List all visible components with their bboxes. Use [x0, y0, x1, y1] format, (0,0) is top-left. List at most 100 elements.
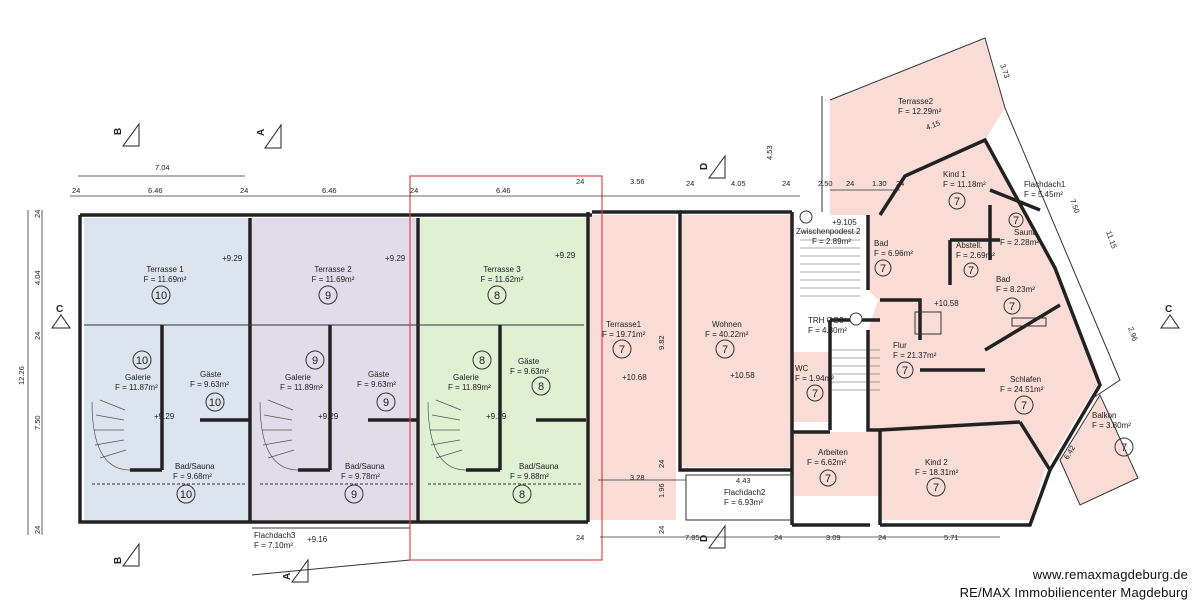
unit-number: 10 [180, 489, 192, 501]
room-labels: Terrasse 1 F = 11.69m² 10 +9.29 10 Galer… [115, 97, 1134, 550]
unit-badge [963, 262, 979, 278]
room-area-galerie-10: F = 11.87m² [115, 383, 158, 392]
svg-text:C: C [1165, 304, 1172, 315]
svg-text:24: 24 [72, 186, 80, 195]
room-name-galerie-9: Galerie [285, 373, 311, 382]
svg-text:5.71: 5.71 [944, 533, 959, 542]
room-area-flachdach1: F = 5.45m² [1024, 190, 1063, 199]
room-name-bad2: Bad [996, 275, 1010, 284]
room-name-arbeiten: Arbeiten [818, 448, 848, 457]
unit-badge [344, 484, 364, 504]
website-url[interactable]: www.remaxmagdeburg.de [1032, 567, 1188, 582]
dimension-lines [27, 175, 1000, 538]
svg-text:3.73: 3.73 [998, 63, 1011, 80]
unit-number: 8 [479, 355, 485, 367]
unit-badge [151, 285, 171, 305]
room-name-balkon: Balkon [1092, 411, 1116, 420]
unit-10-fill [84, 218, 250, 520]
unit-badge [531, 376, 551, 396]
room-name-terrasse-1: Terrasse 1 [146, 265, 184, 274]
svg-text:24: 24 [33, 526, 42, 534]
unit-badge [806, 384, 824, 402]
room-area-balkon: F = 3.80m² [1092, 421, 1131, 430]
svg-text:4.04: 4.04 [33, 270, 42, 285]
terrasse1-fill [590, 215, 676, 520]
room-name-gaeste-9: Gäste [368, 370, 390, 379]
unit-badge [926, 477, 946, 497]
room-name-sauna: Sauna [1014, 228, 1038, 237]
unit-badge [512, 484, 532, 504]
walls [78, 137, 1102, 527]
room-area-terrasse2: F = 12.29m² [898, 107, 942, 116]
room-name-bad1: Bad [874, 239, 888, 248]
level-mark: +9.29 [154, 412, 175, 421]
unit-number: 7 [722, 344, 728, 356]
svg-text:3.28: 3.28 [630, 473, 645, 482]
room-area-arbeiten: F = 6.62m² [807, 458, 846, 467]
unit-number: 9 [351, 489, 357, 501]
room-area-gaeste-10: F = 9.63m² [190, 380, 229, 389]
room-area-gaeste-8: F = 9.63m² [510, 367, 549, 376]
unit-badge [376, 392, 396, 412]
room-area-gaeste-9: F = 9.63m² [357, 380, 396, 389]
unit-badge [1008, 212, 1024, 228]
unit-number: 8 [538, 381, 544, 393]
section-marks: A A B B C C D D [51, 122, 1180, 583]
svg-text:B: B [113, 557, 124, 564]
section-arrow-icon [708, 524, 726, 549]
svg-text:24: 24 [657, 526, 666, 534]
svg-text:7.85: 7.85 [685, 533, 700, 542]
svg-text:6.46: 6.46 [496, 186, 511, 195]
level-mark: +9.29 [222, 254, 243, 263]
room-area-schlafen: F = 24.51m² [1000, 385, 1044, 394]
unit-fills [84, 38, 1138, 520]
g-marker [849, 312, 863, 326]
stair-hatch [800, 231, 880, 391]
room-name-flachdach1: Flachdach1 [1024, 180, 1066, 189]
room-name-bad-9: Bad/Sauna [345, 462, 385, 471]
room-area-bad-10: F = 9.68m² [173, 472, 212, 481]
svg-text:2.96: 2.96 [1126, 326, 1139, 343]
room-area-flachdach3: F = 7.10m² [254, 541, 293, 550]
unit-badge [612, 339, 632, 359]
svg-text:24: 24 [576, 177, 584, 186]
svg-text:7.50: 7.50 [1068, 198, 1081, 215]
svg-text:24: 24 [774, 533, 782, 542]
room-area-kind2: F = 18.31m² [915, 468, 959, 477]
wc-fill [792, 352, 830, 422]
level-mark: +9.29 [385, 254, 406, 263]
unit-number: 7 [954, 196, 960, 208]
level-mark: +9.105 [832, 218, 857, 227]
spiral-stairs [91, 399, 467, 471]
svg-text:24: 24 [686, 179, 694, 188]
svg-text:3.09: 3.09 [826, 533, 841, 542]
unit-number: 7 [812, 388, 818, 400]
room-name-bad-10: Bad/Sauna [175, 462, 215, 471]
unit-number: 7 [880, 263, 886, 275]
unit-number: 8 [519, 489, 525, 501]
room-area-flur: F = 21.37m² [893, 351, 937, 360]
g-marker [799, 210, 813, 224]
room-area-bad-8: F = 9.88m² [510, 472, 549, 481]
room-area-sauna: F = 2.28m² [1000, 238, 1039, 247]
unit-badge [487, 285, 507, 305]
room-area-terrasse-2: F = 11.69m² [312, 275, 355, 284]
room-name-terrasse1: Terrasse1 [606, 320, 642, 329]
room-name-abstell: Abstell. [956, 241, 982, 250]
svg-text:1.30: 1.30 [872, 179, 887, 188]
room-name-galerie-8: Galerie [453, 373, 479, 382]
room-area-trh: F = 4.80m² [808, 326, 847, 335]
unit-badge [1003, 297, 1021, 315]
unit-number: 9 [383, 397, 389, 409]
room-area-terrasse-3: F = 11.62m² [481, 275, 524, 284]
svg-text:24: 24 [782, 179, 790, 188]
section-arrow-icon [1160, 314, 1180, 329]
unit-badge [132, 350, 152, 370]
room-name-bad-8: Bad/Sauna [519, 462, 559, 471]
unit-number: 7 [1121, 442, 1127, 454]
svg-text:24: 24 [33, 332, 42, 340]
unit-8-fill [420, 218, 586, 520]
svg-text:24: 24 [878, 533, 886, 542]
svg-text:D: D [699, 163, 710, 170]
room-name-gaeste-8: Gäste [518, 357, 540, 366]
